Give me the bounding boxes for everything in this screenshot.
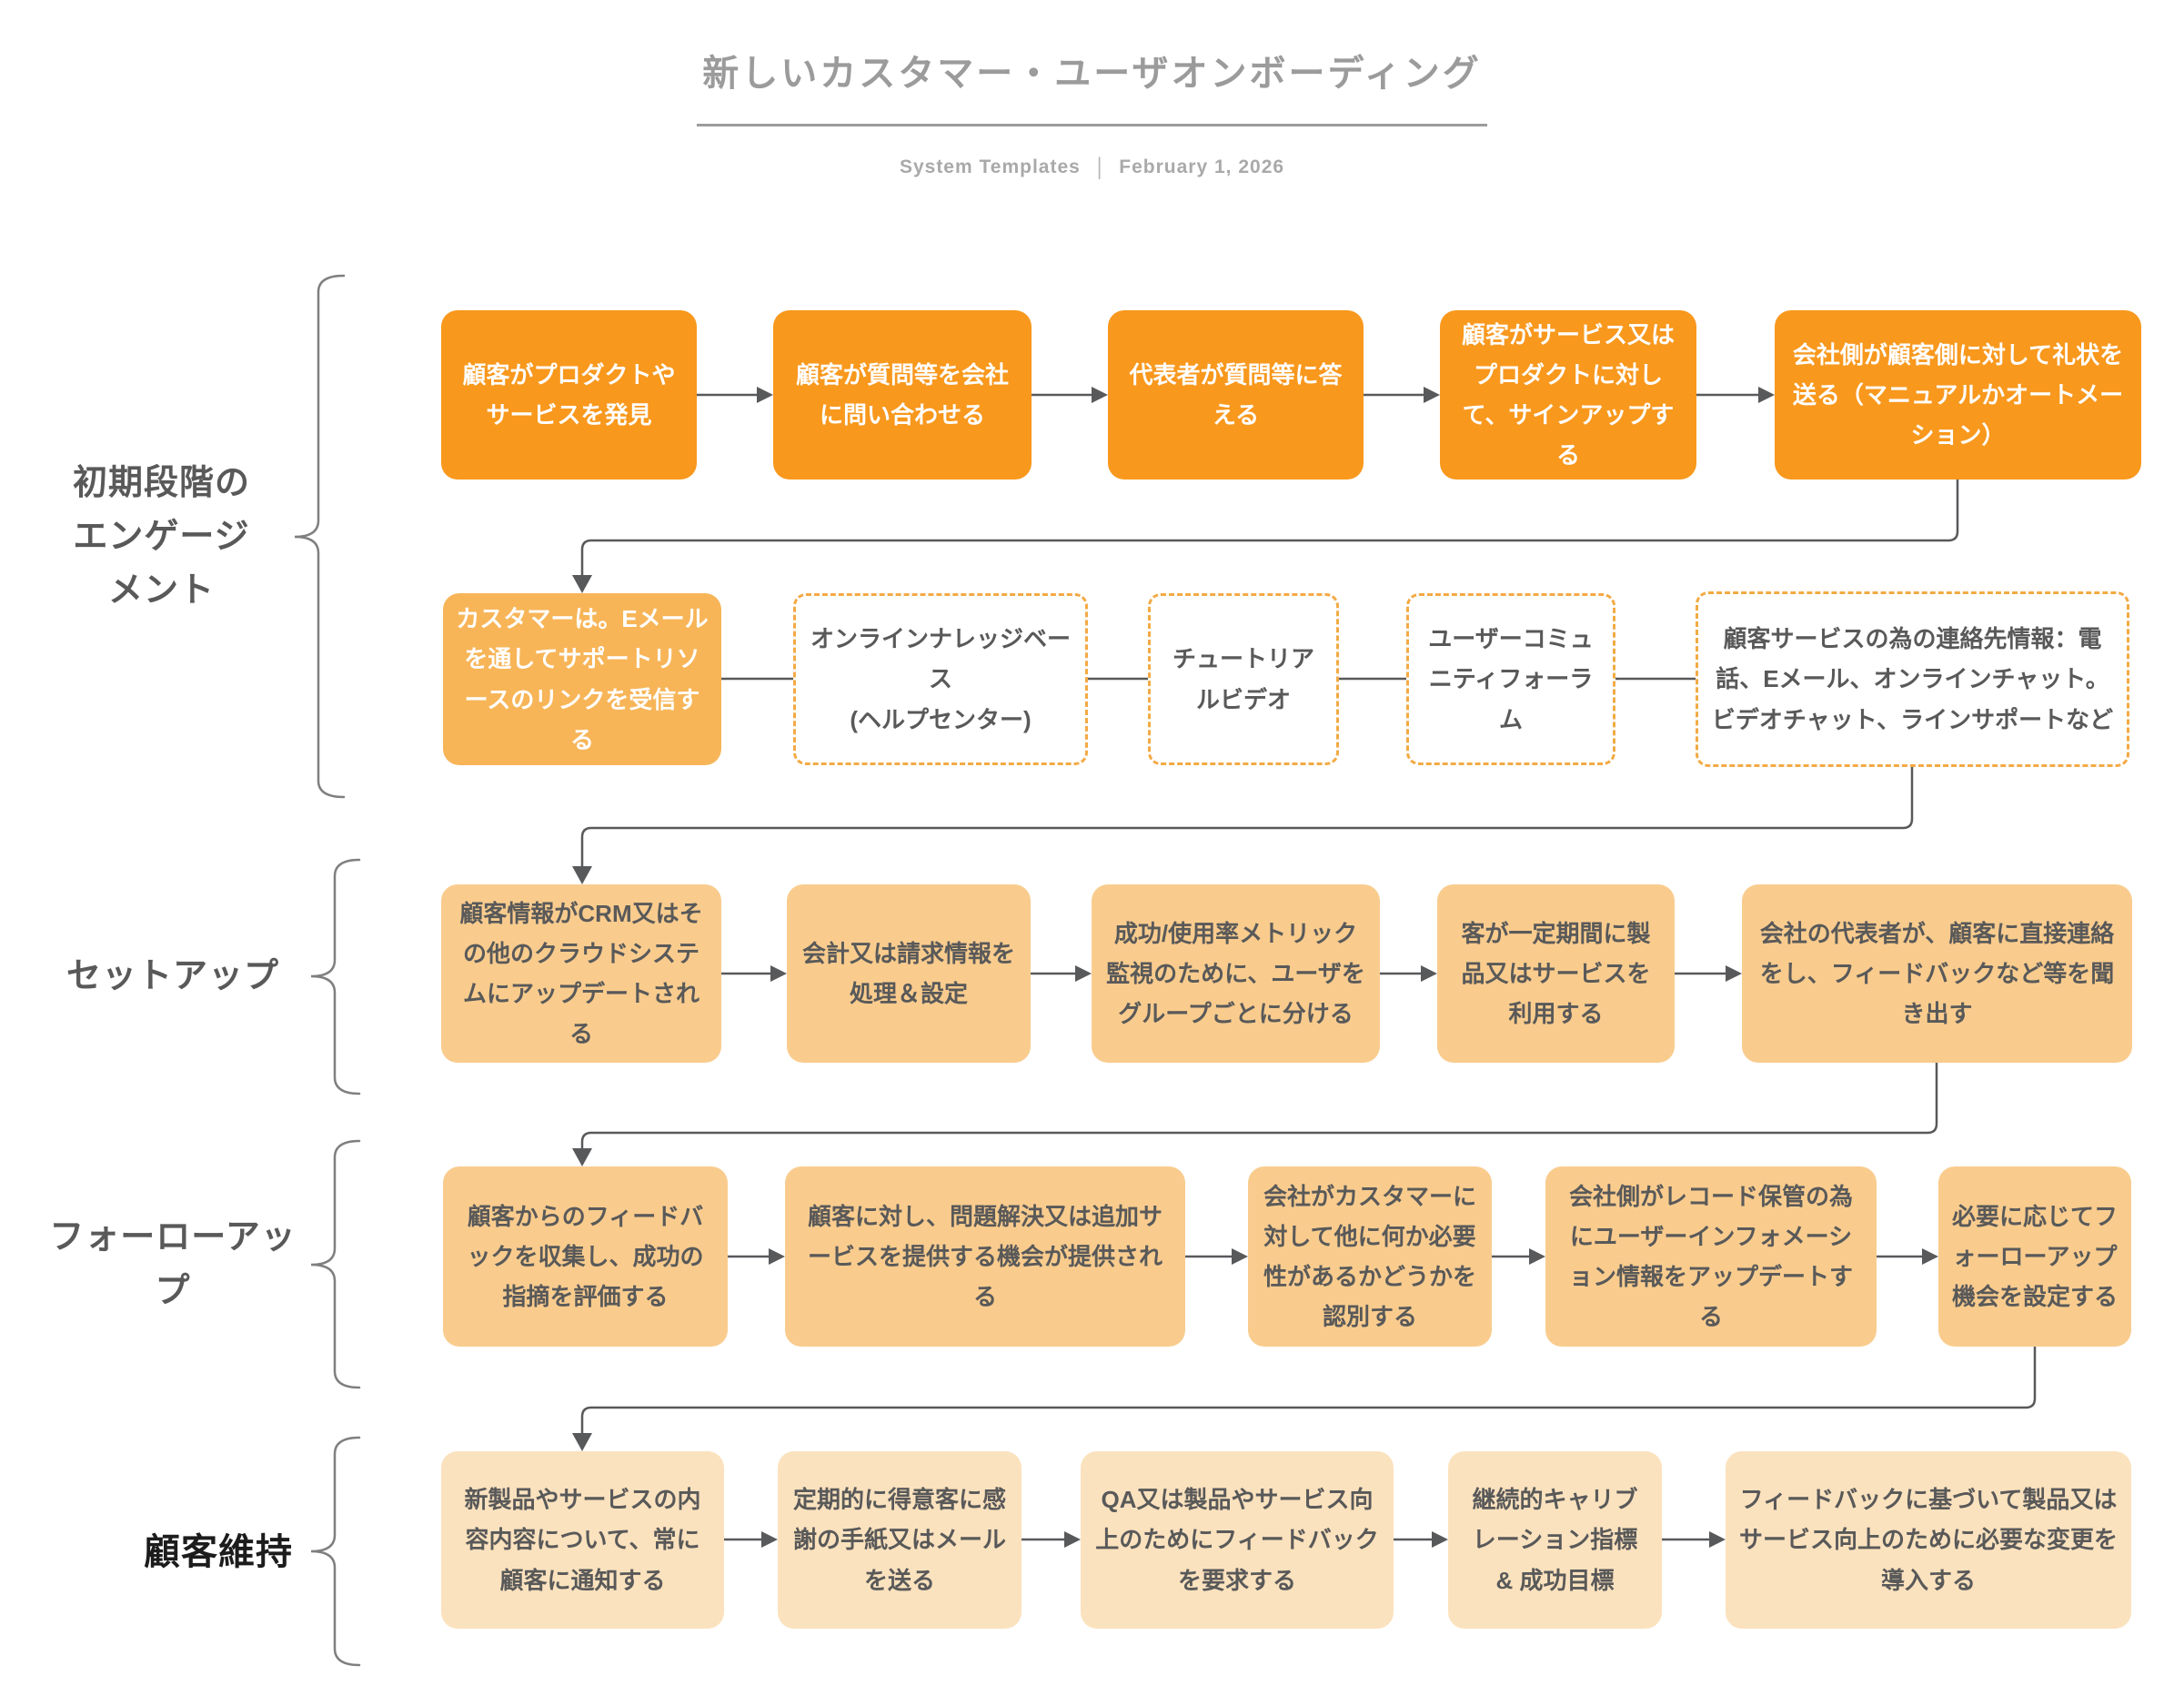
brace-engagement xyxy=(294,274,346,799)
node-implement-changes[interactable]: フィードバックに基づいて製品又はサービス向上のために必要な変更を導入する xyxy=(1726,1451,2131,1629)
brace-retention xyxy=(310,1436,361,1667)
node-schedule-followup[interactable]: 必要に応じてフォーローアップ機会を設定する xyxy=(1938,1166,2131,1347)
node-update-records[interactable]: 会社側がレコード保管の為にユーザーインフォメーション情報をアップデートする xyxy=(1545,1166,1877,1347)
node-thanks-letter[interactable]: 会社側が顧客側に対して礼状を送る（マニュアルかオートメーション） xyxy=(1775,310,2141,479)
retention-arrows xyxy=(724,1531,1726,1548)
connector-stage1-to-resources xyxy=(572,479,1959,593)
node-offer-solutions[interactable]: 顧客に対し、問題解決又は追加サービスを提供する機会が提供される xyxy=(785,1166,1185,1347)
setup-arrows xyxy=(721,965,1742,982)
subtitle: System Templates | February 1, 2026 xyxy=(0,154,2184,180)
node-calibration-metrics[interactable]: 継続的キャリブレーション指標 & 成功目標 xyxy=(1448,1451,1662,1629)
header: 新しいカスタマー・ユーザオンボーディング xyxy=(0,44,2184,126)
node-notify-new-products[interactable]: 新製品やサービスの内容内容について、常に顧客に通知する xyxy=(441,1451,724,1629)
node-identify-needs[interactable]: 会社がカスタマーに対して他に何か必要性があるかどうかを認別する xyxy=(1248,1166,1492,1347)
row1-arrows xyxy=(697,387,1775,403)
subtitle-separator: | xyxy=(1096,154,1103,180)
node-direct-feedback[interactable]: 会社の代表者が、顧客に直接連絡をし、フィードバックなど等を聞き出す xyxy=(1742,884,2132,1063)
node-billing-setup[interactable]: 会計又は請求情報を処理＆設定 xyxy=(787,884,1031,1063)
node-discovery[interactable]: 顧客がプロダクトやサービスを発見 xyxy=(441,310,697,479)
brace-followup xyxy=(310,1139,361,1389)
node-rep-answers[interactable]: 代表者が質問等に答える xyxy=(1108,310,1364,479)
node-customer-inquiry[interactable]: 顧客が質問等を会社に問い合わせる xyxy=(773,310,1032,479)
node-contact-info[interactable]: 顧客サービスの為の連絡先情報：電話、Eメール、オンラインチャット。ビデオチャット… xyxy=(1696,591,2129,767)
node-user-grouping[interactable]: 成功/使用率メトリック監視のために、ユーザをグループごとに分ける xyxy=(1092,884,1380,1063)
node-support-links-email[interactable]: カスタマーは。Eメールを通してサポートリソースのリンクを受信する xyxy=(443,593,721,765)
section-label-retention: 顧客維持 xyxy=(144,1532,293,1572)
node-collect-feedback[interactable]: 顧客からのフィードバックを収集し、成功の指摘を評価する xyxy=(443,1166,728,1347)
node-tutorial-videos[interactable]: チュートリアルビデオ xyxy=(1148,593,1339,765)
section-label-setup: セットアップ xyxy=(65,957,279,995)
node-signup[interactable]: 顧客がサービス又はプロダクトに対して、サインアップする xyxy=(1440,310,1696,479)
node-crm-update[interactable]: 顧客情報がCRM又はその他のクラウドシステムにアップデートされる xyxy=(441,884,721,1063)
section-label-engagement: 初期段階のエンゲージメント xyxy=(72,464,250,610)
node-knowledge-base[interactable]: オンラインナレッジベース (ヘルプセンター) xyxy=(793,593,1088,765)
node-request-feedback[interactable]: QA又は製品やサービス向上のためにフィードバックを要求する xyxy=(1081,1451,1394,1629)
followup-arrows xyxy=(728,1248,1938,1265)
brace-setup xyxy=(310,858,361,1095)
node-thank-you-mail[interactable]: 定期的に得意客に感謝の手紙又はメールを送る xyxy=(778,1451,1022,1629)
page-title: 新しいカスタマー・ユーザオンボーディング xyxy=(697,44,1487,126)
subtitle-date: February 1, 2026 xyxy=(1119,156,1285,177)
connector-resources-to-setup xyxy=(572,767,1914,884)
connector-setup-to-followup xyxy=(572,1063,1938,1166)
node-community-forum[interactable]: ユーザーコミュニティフォーラム xyxy=(1406,593,1615,765)
node-product-usage[interactable]: 客が一定期間に製品又はサービスを利用する xyxy=(1437,884,1675,1063)
subtitle-source: System Templates xyxy=(899,156,1081,177)
connector-followup-to-retention xyxy=(572,1347,2037,1451)
section-label-followup: フォーローアップ xyxy=(49,1218,297,1310)
